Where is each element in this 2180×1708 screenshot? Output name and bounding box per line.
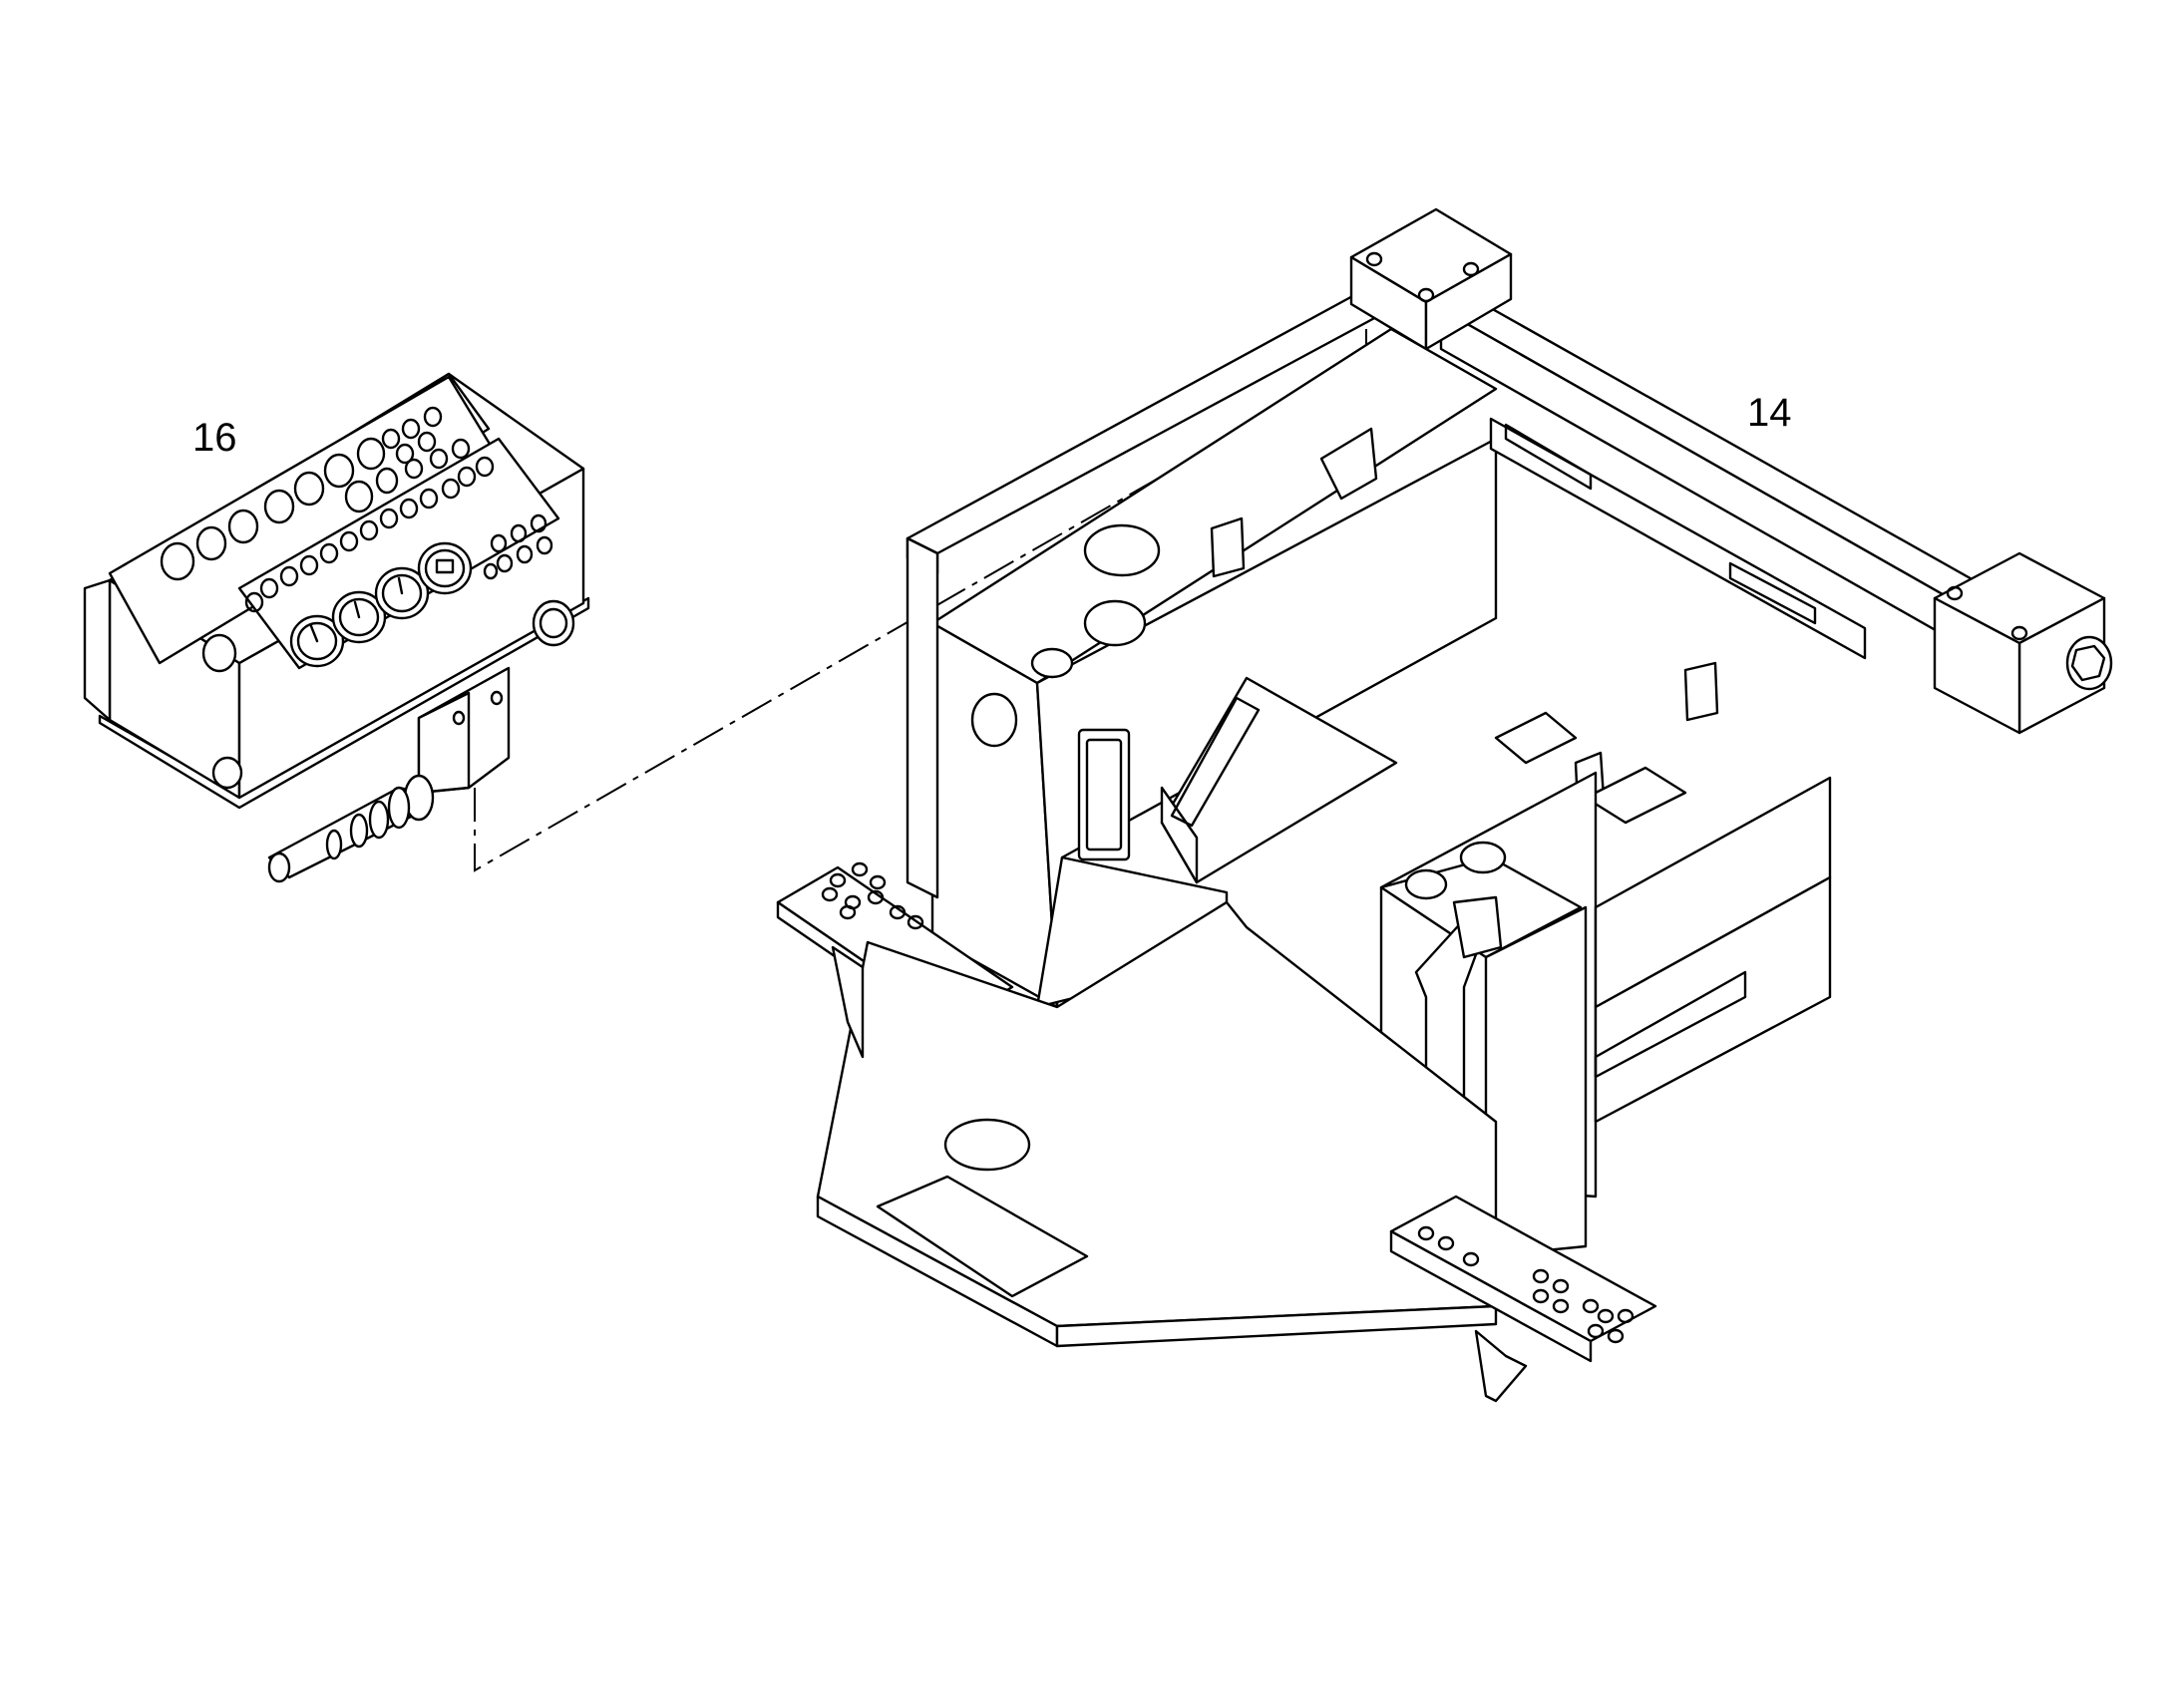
foot-plate-right <box>1389 1195 1657 1363</box>
panel-knob-row <box>160 406 495 613</box>
pillow-block-right <box>1933 551 2113 735</box>
ramp-guard <box>1160 676 1398 884</box>
panel-connector <box>532 599 575 647</box>
control-panel-assembly <box>83 372 590 883</box>
pillow-block-top <box>1349 207 1513 351</box>
panel-indicator-lights <box>483 513 553 580</box>
callout-label-16: 16 <box>192 416 237 460</box>
panel-cable <box>267 774 435 883</box>
callout-label-14: 14 <box>1747 391 1792 435</box>
base-plate <box>816 900 1498 1348</box>
panel-gauges <box>289 541 473 668</box>
frame-assembly <box>776 207 2113 1403</box>
